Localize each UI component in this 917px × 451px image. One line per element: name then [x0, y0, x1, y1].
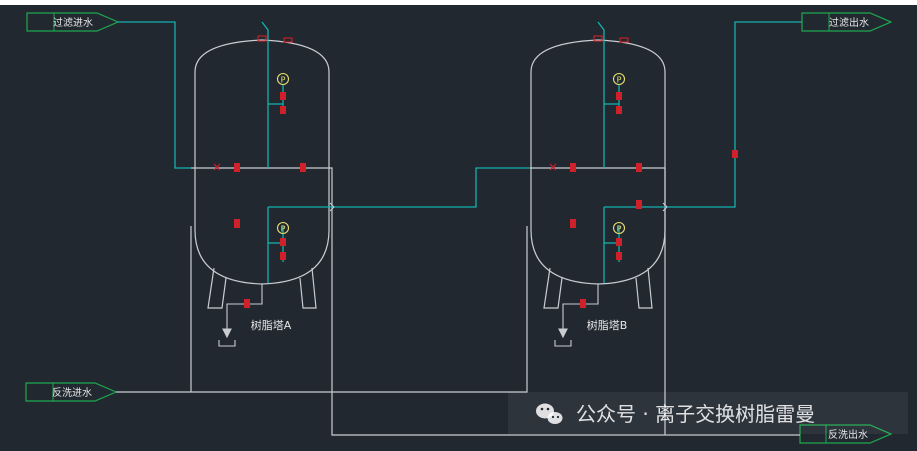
- tag-backwash-inlet-text: 反洗进水: [52, 387, 92, 399]
- gauge-b-bottom-label: P: [617, 225, 622, 234]
- tower-b-top-head: [530, 39, 666, 85]
- valve-x-marks: [213, 163, 557, 171]
- tag-backwash-inlet: 反洗进水: [25, 382, 118, 402]
- gauge-icon: [612, 221, 626, 235]
- tag-filter-outlet-text: 过滤出水: [829, 16, 869, 29]
- gauge-a-top: P: [276, 72, 290, 86]
- valve-a-mid: [234, 219, 240, 228]
- valve-b-sample-2: [616, 252, 622, 260]
- gauge-icon: [276, 221, 290, 235]
- gauge-a-bottom: P: [276, 221, 290, 235]
- valve-b-mid: [570, 219, 576, 228]
- gauge-b-top: P: [612, 72, 626, 86]
- gauge-b-bottom: P: [612, 221, 626, 235]
- gauge-b-top-label: P: [617, 76, 622, 85]
- valve-b-backwash-top: [636, 163, 642, 172]
- tower-b-leg-left: [543, 267, 563, 309]
- tower-b-label: 树脂塔B: [587, 318, 628, 332]
- tag-backwash-outlet: 反洗出水: [799, 424, 893, 444]
- tower-a-leg-left: [207, 267, 227, 309]
- top-nozzles: [257, 35, 629, 43]
- tag-backwash-outlet-text: 反洗出水: [828, 428, 868, 441]
- process-piping: [118, 21, 802, 283]
- valve-b-top-riser: [616, 92, 622, 100]
- watermark: 公众号 · 离子交换树脂雷曼: [508, 392, 908, 434]
- valve-a-top-riser: [280, 92, 286, 100]
- watermark-text: 公众号 · 离子交换树脂雷曼: [576, 402, 815, 426]
- gauge-a-top-label: P: [281, 76, 286, 85]
- valve-b-drain: [580, 299, 586, 308]
- gauge-icon: [276, 72, 290, 86]
- wechat-icon: [536, 403, 563, 424]
- valve-a-inlet: [234, 163, 240, 172]
- valve-a-backwash-top: [300, 163, 306, 172]
- valves: [234, 92, 738, 308]
- flow-arrows: [329, 202, 668, 212]
- valve-a-sample-1: [280, 238, 286, 246]
- valve-a-top-riser-2: [280, 106, 286, 114]
- tag-filter-inlet: 过滤进水: [26, 12, 120, 32]
- gauge-a-bottom-label: P: [281, 225, 286, 234]
- tag-filter-outlet: 过滤出水: [801, 12, 893, 32]
- valve-b-top-riser-2: [616, 106, 622, 114]
- tower-b: [530, 39, 666, 309]
- valve-a-drain: [244, 299, 250, 308]
- tower-a-leg-right: [299, 267, 317, 309]
- valve-a-sample-2: [280, 252, 286, 260]
- valve-b-inlet: [570, 163, 576, 172]
- valve-outlet-line: [732, 150, 738, 158]
- gauge-icon: [612, 72, 626, 86]
- tag-filter-inlet-text: 过滤进水: [53, 16, 93, 29]
- valve-b-sample-1: [616, 238, 622, 246]
- valve-b-outlet: [636, 200, 642, 209]
- tower-a-label: 树脂塔A: [251, 318, 292, 332]
- tower-a-top-head: [194, 39, 330, 85]
- diagram-background: [0, 5, 917, 451]
- tower-b-leg-right: [635, 267, 653, 309]
